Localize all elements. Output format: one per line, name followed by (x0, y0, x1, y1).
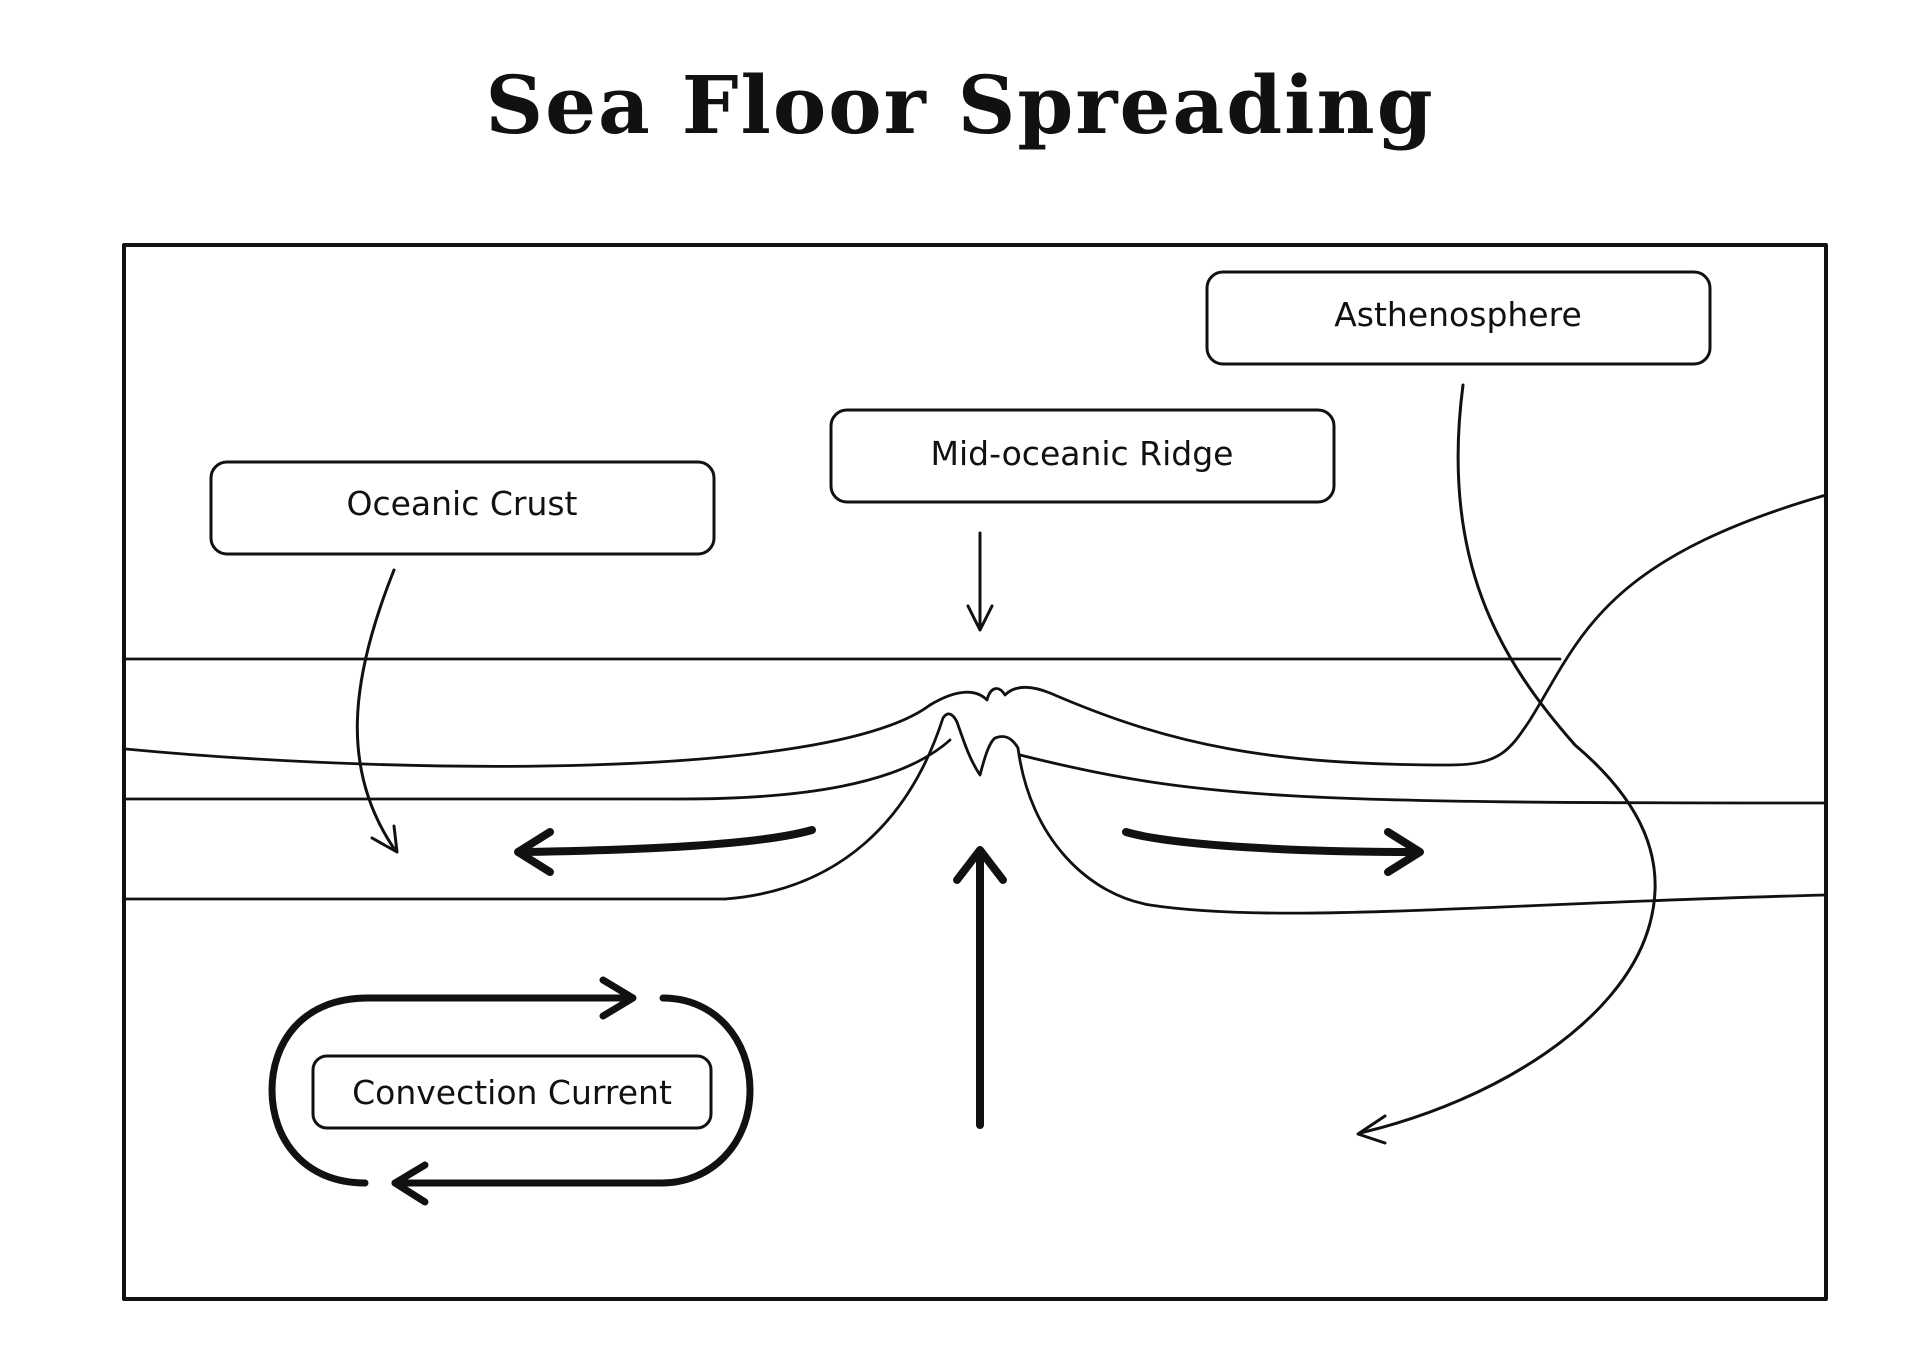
label-box (311, 1054, 713, 1130)
asthenosphere-leader-head (1356, 1114, 1387, 1145)
crust-leader (355, 568, 397, 852)
right-plate-lower (1018, 753, 1828, 805)
ridge-leader-head (966, 604, 994, 632)
convection-loop (268, 976, 754, 1206)
plate-top-right (1048, 493, 1828, 767)
plate-top-left (124, 703, 932, 768)
asthenosphere-top-left-curve (723, 712, 1828, 915)
left-plate-arrowhead (514, 828, 554, 876)
label-box (209, 460, 716, 556)
convection-top-arrowhead (599, 976, 637, 1020)
label-mid-oceanic-ridge: Mid-oceanic Ridge (829, 408, 1336, 504)
crust-leader-head (370, 824, 399, 854)
ridge-crest (928, 685, 1052, 707)
convection-left-curve (268, 994, 372, 1187)
magma-upwelling-arrow (953, 846, 1007, 1129)
convection-bottom-arrowhead (391, 1161, 429, 1206)
plate-motion-arrows (514, 826, 1424, 876)
label-asthenosphere-text: Asthenosphere (1334, 295, 1582, 334)
label-box (829, 408, 1336, 504)
convection-right-curve (391, 994, 754, 1187)
leader-arrows (355, 383, 1657, 1145)
label-convection-current-text: Convection Current (352, 1073, 672, 1112)
right-plate-arrow (1122, 828, 1422, 856)
label-convection-current: Convection Current (311, 1054, 713, 1130)
upwelling-arrowhead (953, 846, 1007, 884)
label-mid-oceanic-ridge-text: Mid-oceanic Ridge (931, 434, 1234, 473)
right-plate-arrowhead (1384, 828, 1424, 876)
page-title: Sea Floor Spreading (485, 58, 1435, 152)
asthenosphere-leader (1358, 383, 1657, 1135)
label-oceanic-crust: Oceanic Crust (209, 460, 716, 556)
diagram-frame (122, 243, 1828, 1301)
label-oceanic-crust-text: Oceanic Crust (346, 484, 577, 523)
label-asthenosphere: Asthenosphere (1205, 270, 1712, 366)
left-plate-arrow (521, 826, 816, 856)
label-box (1205, 270, 1712, 366)
